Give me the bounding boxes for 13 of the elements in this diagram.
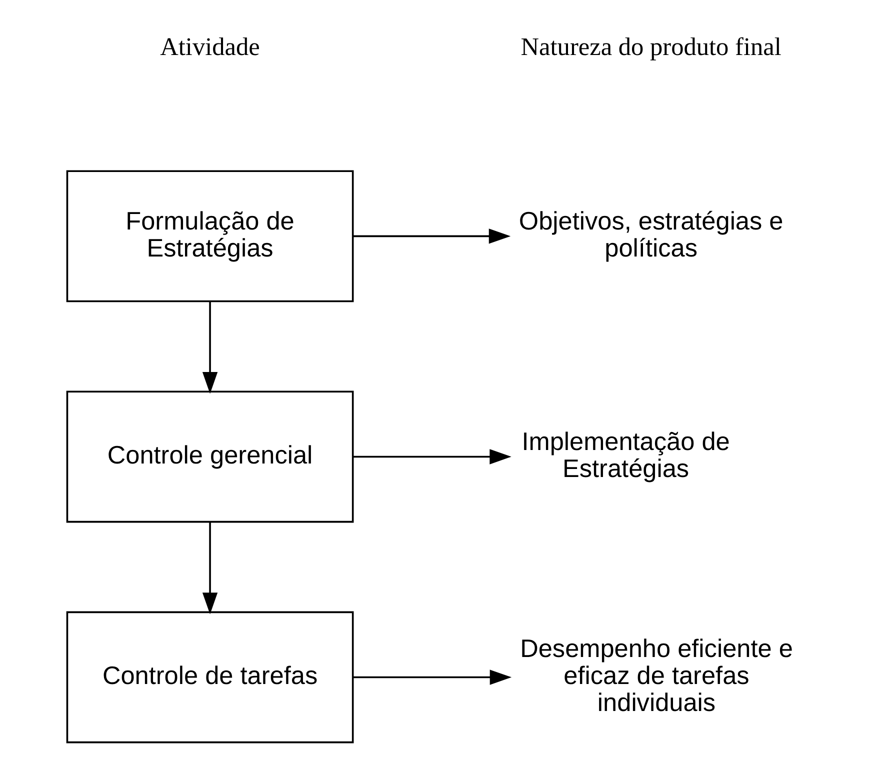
arrow	[352, 449, 511, 464]
arrow	[352, 228, 510, 244]
label: Atividade	[160, 32, 260, 61]
node-box: Controle de tarefas	[66, 611, 354, 744]
arrow	[352, 670, 512, 685]
node-box: Controle gerencial	[66, 390, 354, 523]
node-text: Implementação de Estratégias	[521, 428, 730, 483]
arrow	[202, 522, 218, 614]
arrow	[202, 302, 218, 394]
node-text: Desempenho eficiente e eficaz de tarefas individuais	[520, 634, 792, 718]
node-text: Objetivos, estratégias e políticas	[518, 207, 783, 262]
label: Natureza do produto final	[520, 32, 781, 61]
node-box: Formulação de Estratégias	[66, 170, 354, 302]
